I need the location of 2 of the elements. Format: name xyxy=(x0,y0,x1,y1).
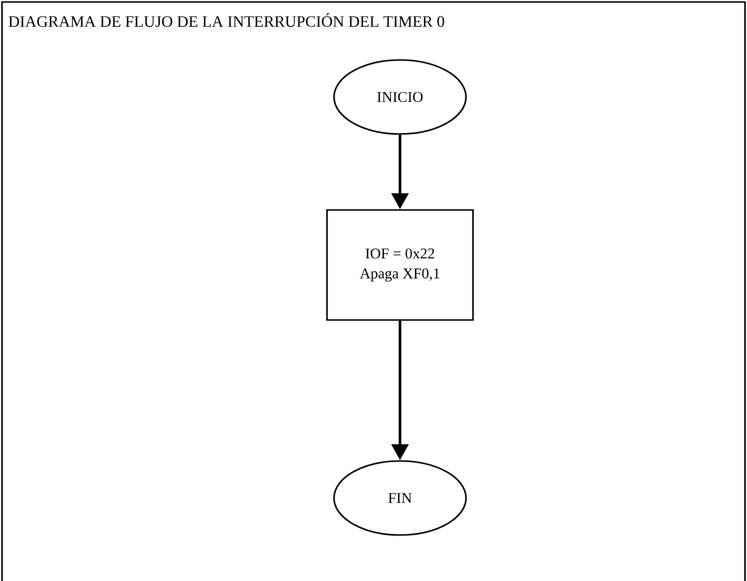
title: DIAGRAMA DE FLUJO DE LA INTERRUPCIÓN DEL TIMER 0 xyxy=(8,13,444,27)
process-box: IOF = 0x22 Apaga XF0,1 xyxy=(326,209,474,321)
